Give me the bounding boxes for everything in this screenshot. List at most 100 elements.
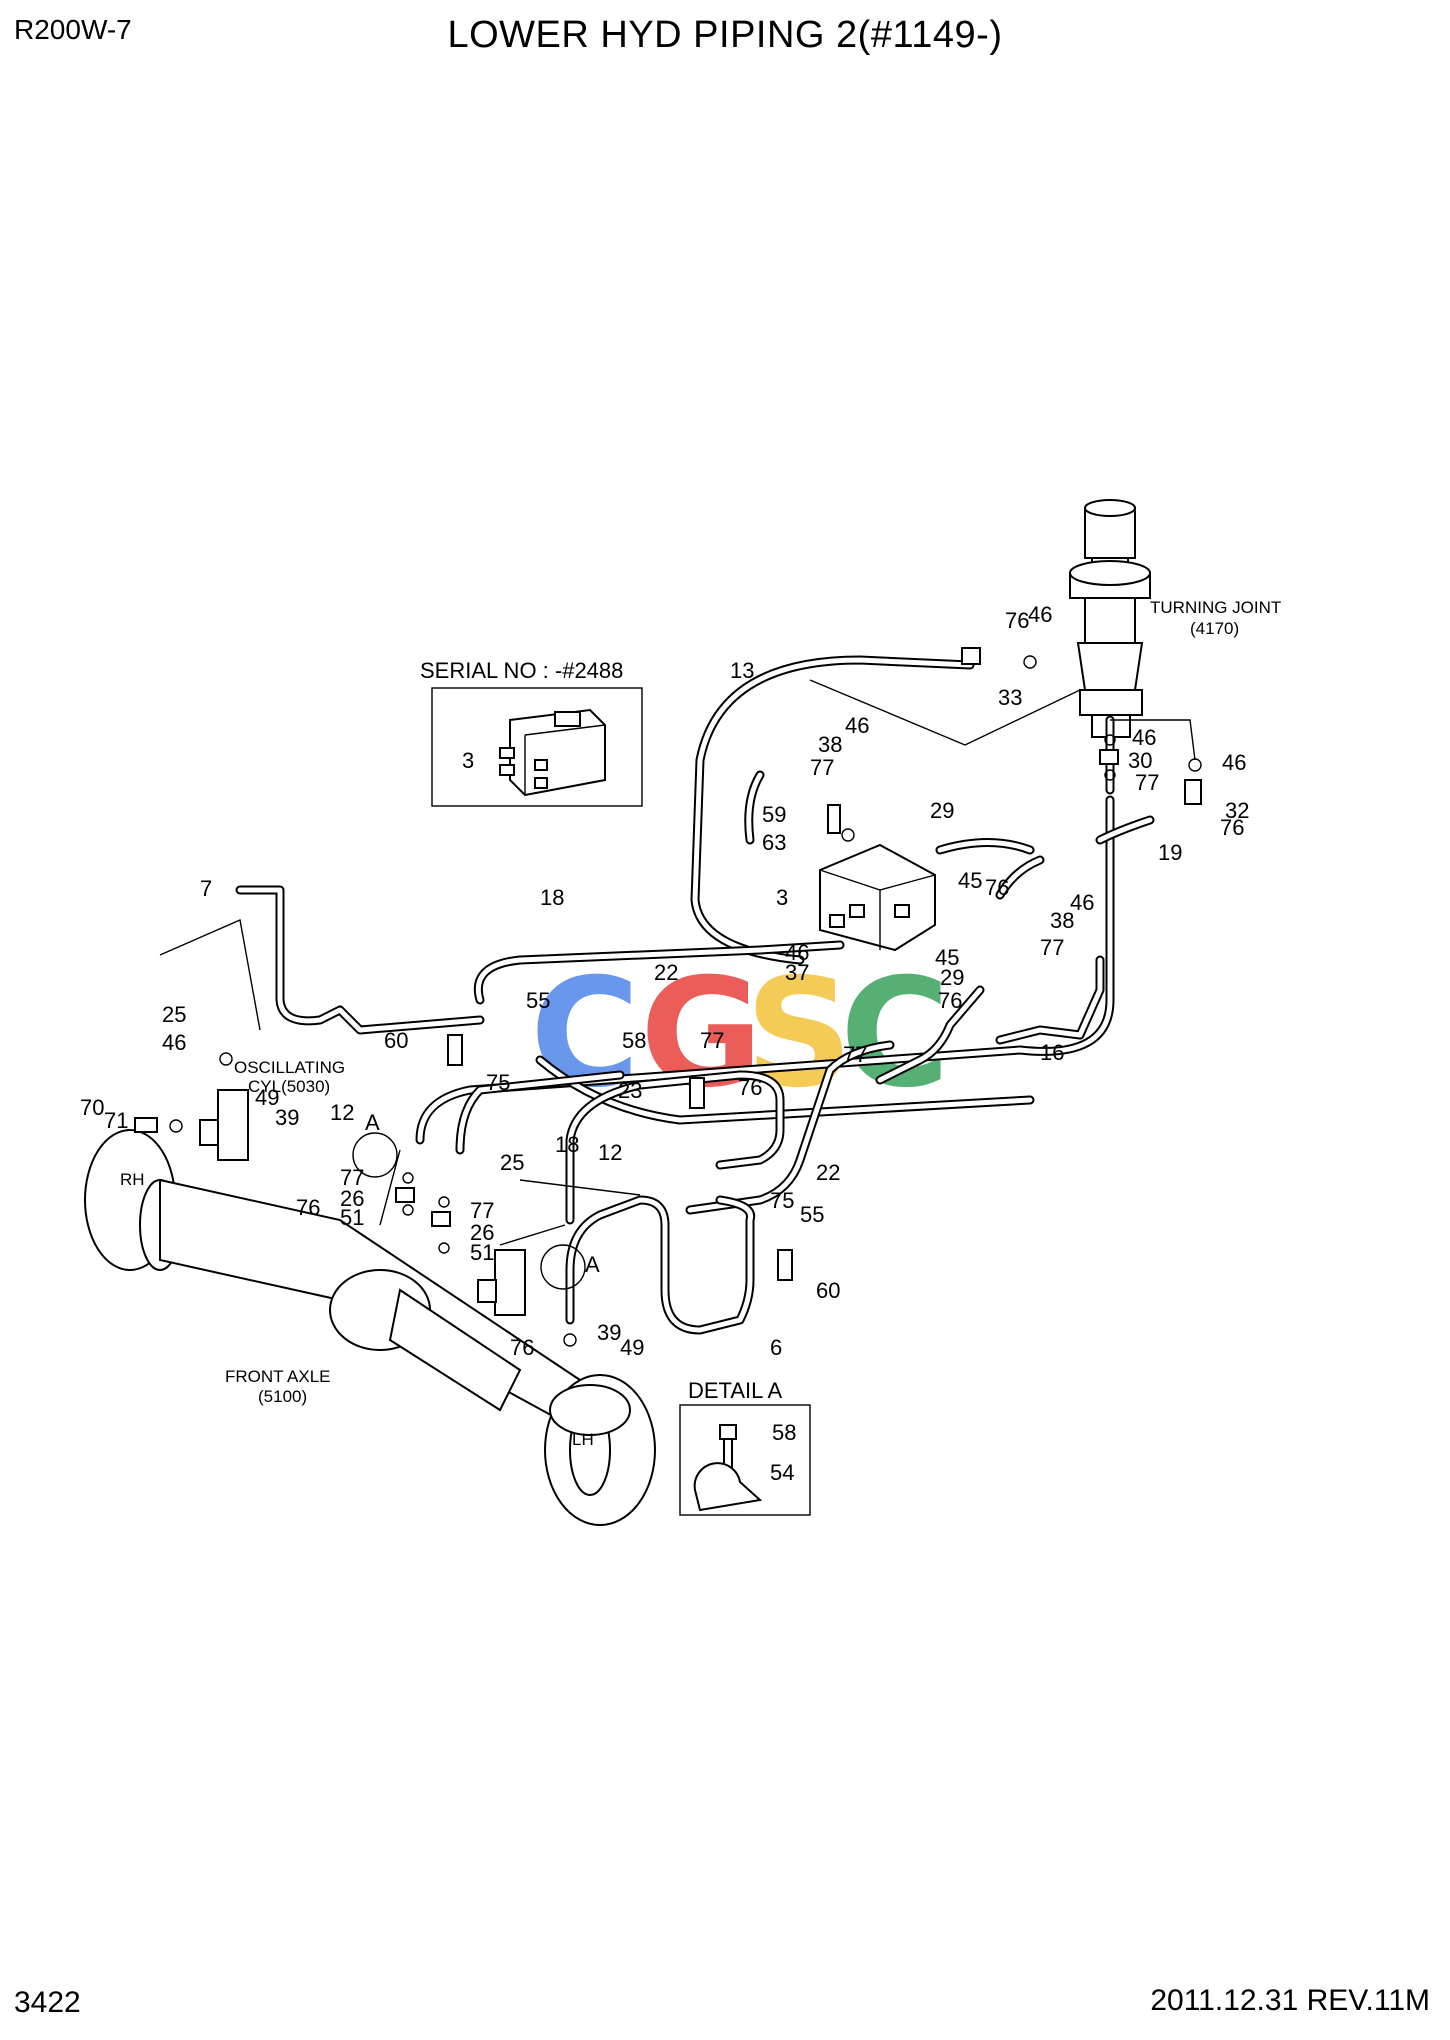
clamp: [693, 1424, 763, 1512]
callout: 59: [762, 802, 786, 827]
callout: 25: [500, 1150, 524, 1175]
fittings: [134, 647, 1202, 1347]
callout: 46: [845, 713, 869, 738]
callout: 13: [730, 658, 754, 683]
page-title: LOWER HYD PIPING 2(#1149-): [447, 14, 1003, 56]
section-marker: A: [585, 1252, 600, 1277]
detail-a-label: DETAIL A: [688, 1378, 782, 1403]
turning-joint-code: (4170): [1190, 619, 1239, 638]
callout: 45: [958, 868, 982, 893]
callout: 49: [255, 1085, 279, 1110]
section-marker-circle: [352, 1132, 398, 1178]
callout: 51: [470, 1240, 494, 1265]
callout: 30: [1128, 748, 1152, 773]
callout: 76: [738, 1075, 762, 1100]
rh-label: RH: [120, 1170, 145, 1189]
callout: 77: [810, 755, 834, 780]
pipes: [235, 655, 1155, 1335]
callout: 55: [800, 1202, 824, 1227]
callout: 46: [785, 940, 809, 965]
callout: 22: [654, 960, 678, 985]
callout: 46: [1132, 725, 1156, 750]
oscillating-cyl-label: OSCILLATING: [234, 1058, 345, 1077]
callout: 32: [1225, 798, 1249, 823]
callout: 7: [200, 876, 212, 901]
section-marker: A: [365, 1110, 380, 1135]
callout: 71: [104, 1108, 128, 1133]
turning-joint-label: TURNING JOINT: [1150, 598, 1281, 617]
callout: 26: [340, 1186, 364, 1211]
callout: 76: [938, 988, 962, 1013]
revision-label: 2011.12.31 REV.11M: [1150, 1984, 1430, 2017]
callout: 22: [816, 1160, 840, 1185]
callout: 46: [1028, 602, 1052, 627]
callout: 3: [776, 885, 788, 910]
callout: 77: [843, 1042, 867, 1067]
callout: 75: [770, 1188, 794, 1213]
callout: 29: [930, 798, 954, 823]
callout: 58: [772, 1420, 796, 1445]
callout: 6: [770, 1335, 782, 1360]
callout: 49: [620, 1335, 644, 1360]
callout: 77: [470, 1198, 494, 1223]
callout: 38: [818, 732, 842, 757]
turning-joint: [1069, 499, 1151, 738]
callout: 76: [296, 1195, 320, 1220]
callout: 77: [340, 1165, 364, 1190]
callout: 46: [1222, 750, 1246, 775]
callout: 77: [700, 1028, 724, 1053]
callout: 26: [470, 1220, 494, 1245]
callout: 25: [162, 1002, 186, 1027]
front-axle-code: (5100): [258, 1387, 307, 1406]
serial-box-label: SERIAL NO : -#2488: [420, 658, 623, 683]
callout: 33: [998, 685, 1022, 710]
detail-a-box: [679, 1404, 811, 1516]
valve-block-main: [819, 843, 936, 952]
callout: 58: [622, 1028, 646, 1053]
serial-box: [431, 687, 643, 807]
callout: 45: [935, 945, 959, 970]
callout: 60: [384, 1028, 408, 1053]
callout: 18: [555, 1132, 579, 1157]
callout: 75: [486, 1070, 510, 1095]
callout: 77: [1135, 770, 1159, 795]
callout: 39: [597, 1320, 621, 1345]
callouts: 3 3 6 7 12 12 13 16 18 18 19 22 22 23 25…: [80, 602, 1249, 1485]
valve-block-small: [499, 708, 606, 797]
callout: 38: [1050, 908, 1074, 933]
callout: 76: [1220, 815, 1244, 840]
callout: 76: [1005, 608, 1029, 633]
callout: 12: [330, 1100, 354, 1125]
callout: 51: [340, 1205, 364, 1230]
oscillating-cylinder-lh: [477, 1249, 526, 1316]
leader-lines: [159, 679, 1196, 1246]
callout: 29: [940, 965, 964, 990]
callout: 46: [162, 1030, 186, 1055]
callout: 77: [1040, 935, 1064, 960]
callout: 19: [1158, 840, 1182, 865]
callout: 55: [526, 988, 550, 1013]
callout: 63: [762, 830, 786, 855]
page-number: 3422: [14, 1986, 81, 2019]
callout: 60: [816, 1278, 840, 1303]
callout: 37: [785, 960, 809, 985]
lh-label: LH: [572, 1430, 594, 1449]
watermark-letter: C: [840, 947, 950, 1121]
model-label: R200W-7: [14, 14, 132, 45]
section-marker-circle: [540, 1244, 586, 1290]
watermark-letter: S: [745, 947, 853, 1121]
callout: 70: [80, 1095, 104, 1120]
oscillating-cylinder-rh: [199, 1089, 249, 1161]
callout: 18: [540, 885, 564, 910]
callout: 39: [275, 1105, 299, 1130]
oscillating-cyl-code: CYL(5030): [248, 1077, 330, 1096]
callout: 3: [462, 748, 474, 773]
callout: 76: [510, 1335, 534, 1360]
callout: 23: [618, 1078, 642, 1103]
front-axle-label: FRONT AXLE: [225, 1367, 331, 1386]
callout: 54: [770, 1460, 794, 1485]
callout: 76: [985, 875, 1009, 900]
callout: 46: [1070, 890, 1094, 915]
front-axle: [84, 1129, 656, 1526]
